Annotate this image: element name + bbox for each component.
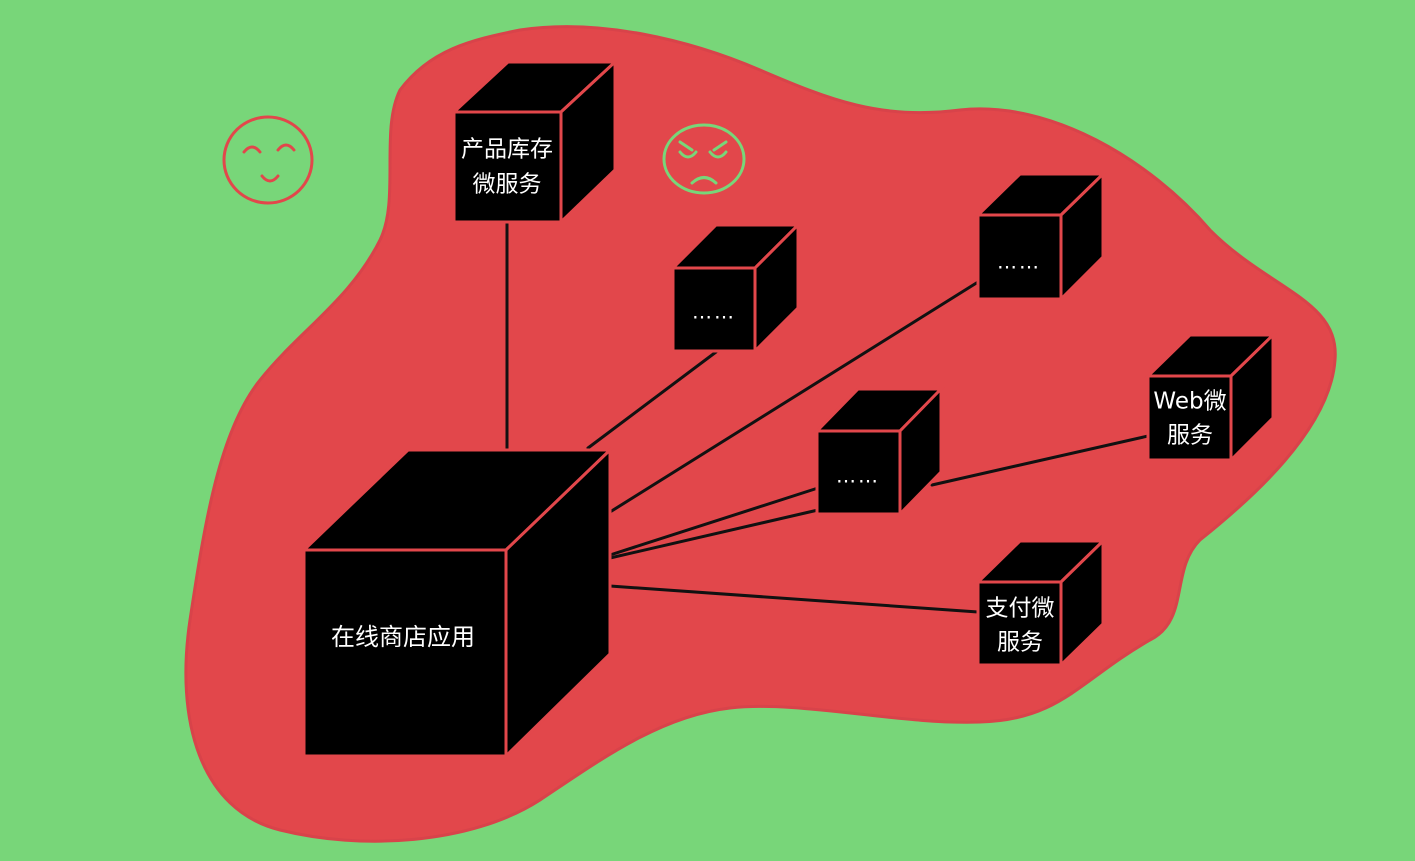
- web-label-line2: 服务: [1167, 423, 1213, 449]
- link-dots-3a: [608, 486, 820, 557]
- web-label-line1: Web微: [1153, 389, 1226, 415]
- cube-inventory-front: [452, 110, 563, 224]
- dots-2-label: ……: [997, 250, 1041, 274]
- cube-dots-3: ……: [813, 385, 945, 518]
- cube-dots-1: ……: [669, 221, 802, 355]
- inventory-label-line2: 微服务: [473, 172, 542, 198]
- app-label: 在线商店应用: [331, 623, 475, 651]
- cube-app: 在线商店应用: [300, 446, 614, 760]
- cube-web: Web微 服务: [1144, 331, 1277, 464]
- link-payment: [608, 584, 980, 614]
- cube-dots-1-front: [671, 266, 757, 353]
- dots-3-label: ……: [836, 464, 880, 488]
- cube-dots-2-front: [976, 213, 1063, 301]
- cube-web-front: [1146, 374, 1233, 462]
- link-web: [930, 434, 1150, 487]
- cube-dots-2: ……: [974, 170, 1107, 303]
- dots-1-label: ……: [692, 300, 736, 324]
- link-dots-2: [608, 280, 980, 514]
- cube-app-front: [302, 548, 508, 758]
- connection-lines: [505, 220, 1150, 614]
- cube-dots-3-front: [815, 429, 902, 516]
- cube-payment-front: [976, 580, 1063, 667]
- payment-label-line2: 服务: [997, 630, 1043, 656]
- happy-face-icon: [222, 115, 314, 205]
- link-dots-3b: [608, 508, 820, 560]
- link-dots-1: [586, 350, 718, 450]
- payment-label-line1: 支付微: [986, 596, 1055, 622]
- sad-face-icon: [662, 123, 746, 195]
- cube-inventory: 产品库存 微服务: [450, 58, 619, 226]
- inventory-label-line1: 产品库存: [461, 137, 553, 163]
- cube-payment: 支付微 服务: [974, 537, 1107, 669]
